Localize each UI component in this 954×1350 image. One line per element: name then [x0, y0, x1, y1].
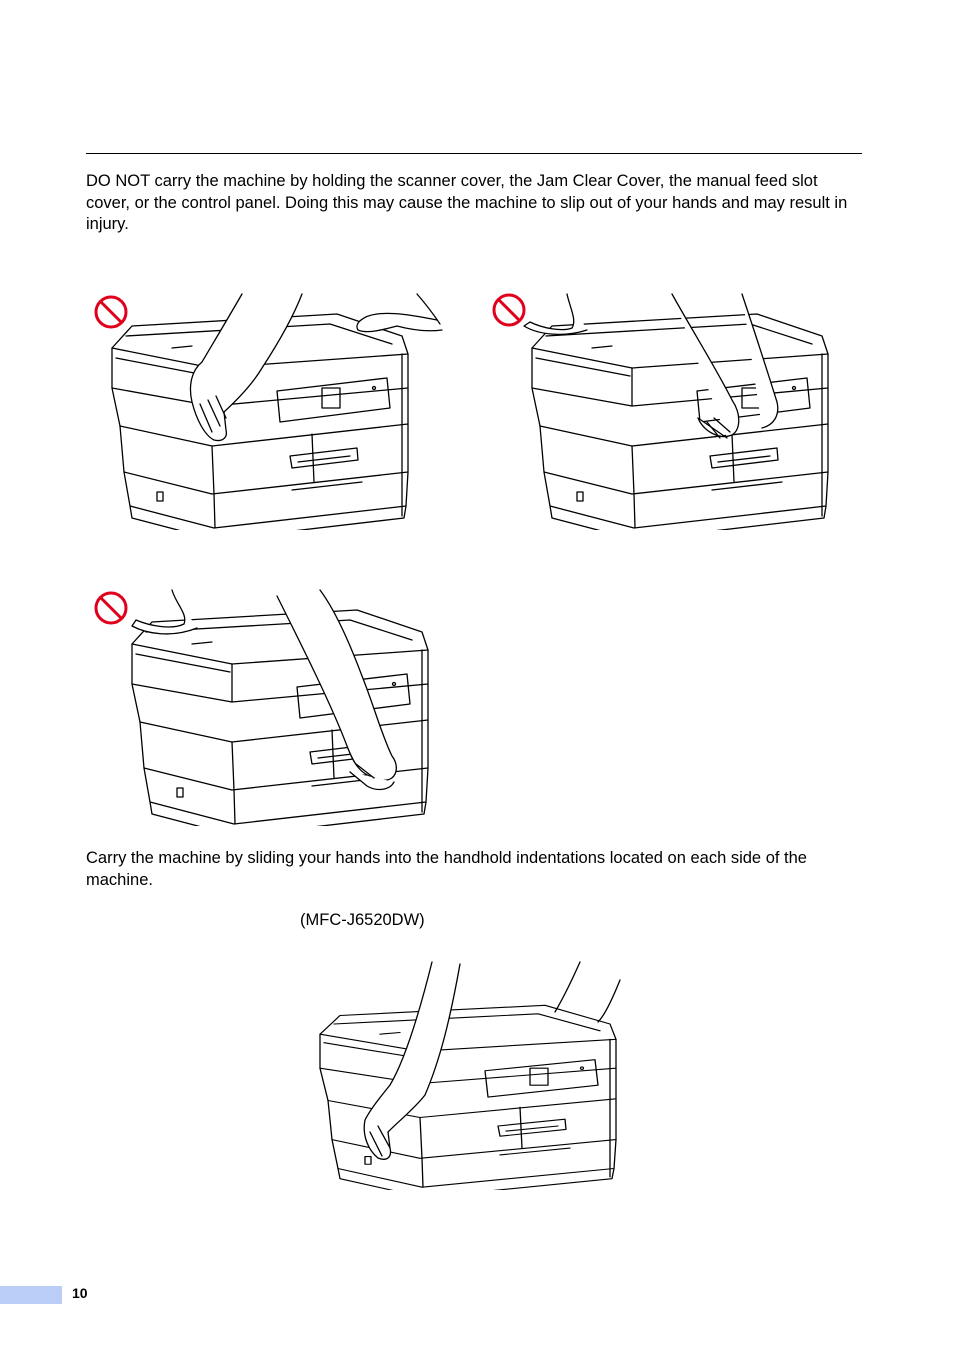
instruction-paragraph: Carry the machine by sliding your hands … — [86, 849, 807, 889]
header-rule — [86, 153, 862, 154]
page-tab — [0, 1286, 62, 1304]
hand-illustration — [131, 589, 397, 791]
figure-wrong-carry-2 — [492, 290, 852, 530]
page-number: 10 — [72, 1285, 88, 1301]
figure-wrong-carry-1 — [92, 290, 452, 530]
warning-paragraph: DO NOT carry the machine by holding the … — [86, 172, 848, 233]
hand-illustration — [363, 961, 621, 1160]
figure-wrong-carry-3 — [92, 586, 452, 826]
prohibition-icon — [94, 295, 128, 329]
prohibition-icon — [94, 591, 128, 625]
prohibition-icon — [492, 293, 526, 327]
hand-illustration — [189, 293, 443, 442]
hand-illustration — [523, 293, 779, 439]
model-label: (MFC-J6520DW) — [300, 911, 425, 929]
figure-correct-carry — [300, 960, 630, 1190]
